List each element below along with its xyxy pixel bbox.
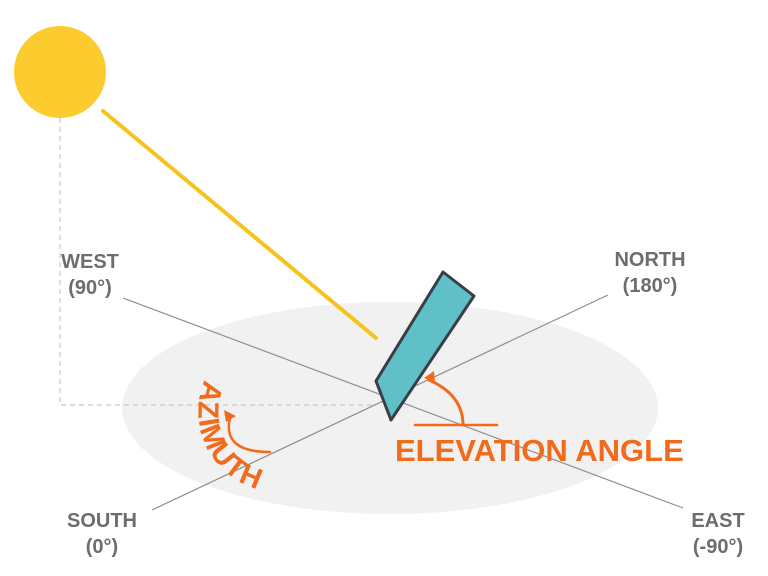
azimuth-arrowhead — [224, 410, 236, 422]
west-label: WEST — [61, 251, 119, 273]
south-north-axis — [151, 294, 609, 511]
north-angle-label: (180°) — [623, 275, 678, 297]
sun-projection-dashed-line — [59, 118, 372, 406]
sun-icon — [14, 26, 106, 118]
sun-ray — [101, 109, 378, 340]
north-label: NORTH — [614, 249, 685, 271]
east-label: EAST — [691, 510, 744, 532]
solar-panel-face — [374, 270, 476, 422]
south-angle-label: (0°) — [86, 536, 118, 558]
elevation-angle-label: ELEVATION ANGLE — [395, 433, 684, 468]
south-label: SOUTH — [67, 510, 137, 532]
azimuth-arrow-arc — [227, 416, 272, 454]
elevation-arrowhead — [424, 371, 435, 383]
west-angle-label: (90°) — [68, 277, 112, 299]
east-angle-label: (-90°) — [693, 536, 743, 558]
